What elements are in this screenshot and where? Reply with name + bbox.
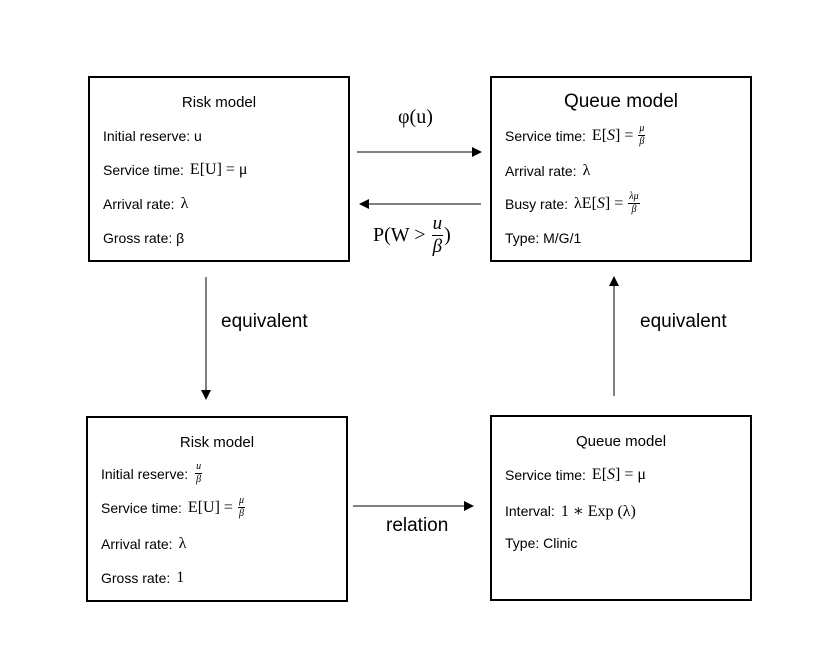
arrival-rate-label: Arrival rate: [103, 196, 175, 212]
initial-reserve-label: Initial reserve: u [103, 128, 202, 144]
gross-rate-row: Gross rate: 1 [101, 569, 184, 587]
arrival-rate-row: Arrival rate: λ [103, 195, 188, 213]
type-row: Type: M/G/1 [505, 230, 581, 246]
interval-row: Interval: 1 ∗ Exp (λ) [505, 501, 636, 521]
edge-label-relation: relation [386, 515, 449, 536]
queue-model-title: Queue model [563, 91, 679, 112]
service-time-formula: E[U] = μ [189, 161, 248, 178]
edge-label-equivalent-left: equivalent [221, 311, 308, 332]
edge-label-equivalent-right: equivalent [640, 311, 727, 332]
risk-model-title: Risk model [181, 94, 257, 111]
type-row: Type: Clinic [505, 535, 577, 551]
service-time-formula: E[S] = μ [591, 466, 646, 483]
interval-formula: 1 ∗ Exp (λ) [560, 503, 636, 520]
initial-reserve-label: Initial reserve: [101, 465, 189, 482]
risk-model-box-top: Risk model Initial reserve: u Service ti… [88, 76, 350, 262]
gross-rate-label: Gross rate: [101, 570, 171, 586]
arrival-rate-formula: λ [582, 162, 591, 179]
arrival-rate-row: Arrival rate: λ [505, 162, 590, 180]
arrival-rate-label: Arrival rate: [505, 163, 577, 179]
gross-rate-formula: 1 [176, 569, 185, 586]
gross-rate-row: Gross rate: β [103, 230, 184, 246]
service-time-label: Service time: [505, 127, 586, 144]
service-time-label: Service time: [103, 162, 184, 178]
type-label: Type: Clinic [505, 535, 578, 551]
queue-model-box-bottom: Queue model Service time: E[S] = μ Inter… [490, 415, 752, 601]
service-time-label: Service time: [101, 499, 182, 516]
service-time-row: Service time: E[S] = μ [505, 466, 646, 484]
queue-model-title: Queue model [575, 433, 667, 450]
risk-model-title: Risk model [179, 434, 255, 451]
gross-rate-label: Gross rate: β [103, 230, 185, 246]
arrival-rate-formula: λ [178, 535, 187, 552]
initial-reserve-row: Initial reserve: u [103, 128, 202, 144]
busy-rate-label: Busy rate: [505, 195, 569, 212]
arrival-rate-row: Arrival rate: λ [101, 535, 186, 553]
arrival-rate-formula: λ [180, 195, 189, 212]
interval-label: Interval: [505, 503, 555, 519]
service-time-label: Service time: [505, 467, 586, 483]
edge-label-phi: φ(u) [398, 106, 433, 128]
type-label: Type: M/G/1 [505, 230, 582, 246]
arrival-rate-label: Arrival rate: [101, 536, 173, 552]
service-time-row: Service time: E[U] = μ [103, 161, 248, 179]
